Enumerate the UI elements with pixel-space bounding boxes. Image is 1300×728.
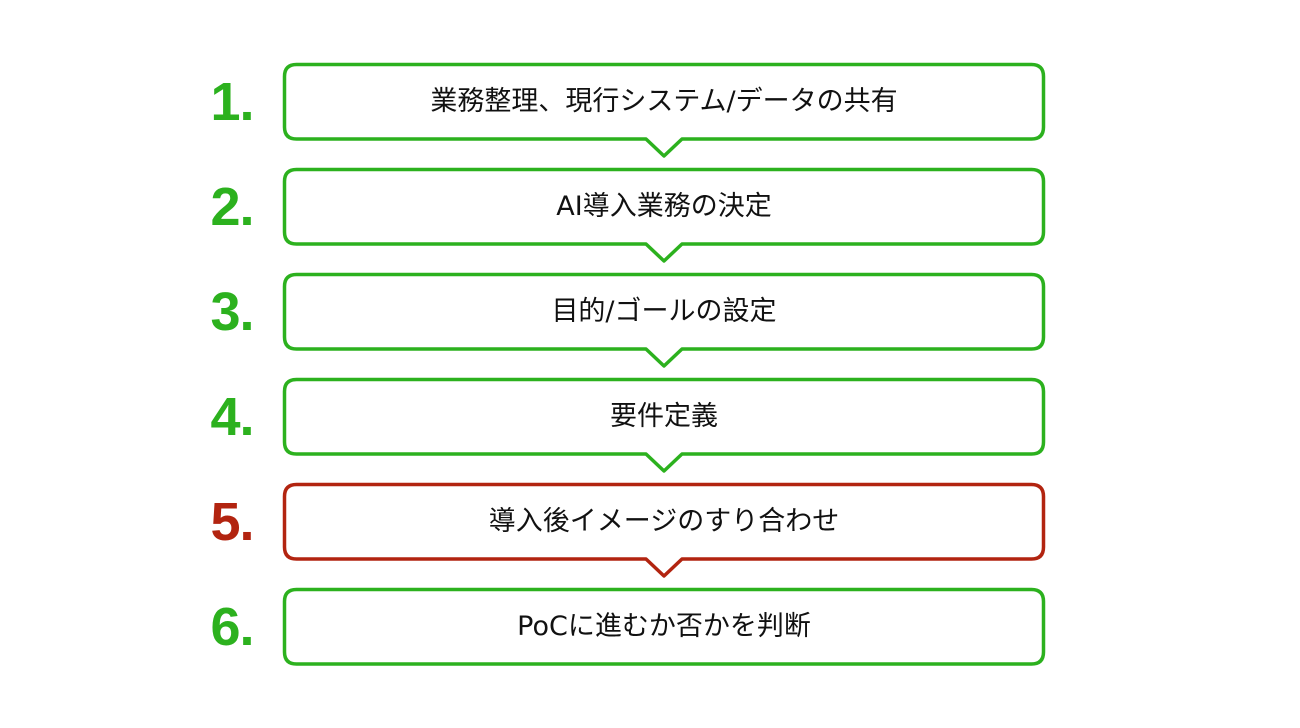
step-box: 導入後イメージのすり合わせ <box>282 482 1046 578</box>
step-label: 要件定義 <box>610 401 718 432</box>
step-label: 導入後イメージのすり合わせ <box>488 506 840 537</box>
step-2: 2. AI導入業務の決定 <box>0 167 1300 263</box>
step-label: AI導入業務の決定 <box>556 191 772 222</box>
step-callout-shape <box>282 167 1046 263</box>
step-number: 4. <box>210 387 254 447</box>
callout-outline <box>282 587 1046 666</box>
step-6: 6. PoCに進むか否かを判断 <box>0 587 1300 680</box>
step-callout-shape <box>282 272 1046 368</box>
step-4: 4. 要件定義 <box>0 377 1300 473</box>
step-box: PoCに進むか否かを判断 <box>282 587 1046 666</box>
step-callout-shape <box>282 62 1046 158</box>
step-label: 目的/ゴールの設定 <box>551 296 777 327</box>
step-box: 要件定義 <box>282 377 1046 473</box>
step-box: 目的/ゴールの設定 <box>282 272 1046 368</box>
callout-outline <box>282 482 1046 578</box>
step-number: 1. <box>210 72 254 132</box>
step-number: 2. <box>210 177 254 237</box>
step-callout-shape <box>282 587 1046 666</box>
step-label: 業務整理、現行システム/データの共有 <box>430 86 898 117</box>
callout-outline <box>282 167 1046 263</box>
step-box: AI導入業務の決定 <box>282 167 1046 263</box>
callout-outline <box>282 62 1046 158</box>
step-number: 5. <box>210 492 254 552</box>
step-1: 1. 業務整理、現行システム/データの共有 <box>0 62 1300 158</box>
step-number: 3. <box>210 282 254 342</box>
step-number: 6. <box>210 597 254 657</box>
step-callout-shape <box>282 482 1046 578</box>
callout-outline <box>282 377 1046 473</box>
step-callout-shape <box>282 377 1046 473</box>
step-box: 業務整理、現行システム/データの共有 <box>282 62 1046 158</box>
step-5: 5. 導入後イメージのすり合わせ <box>0 482 1300 578</box>
callout-outline <box>282 272 1046 368</box>
step-label: PoCに進むか否かを判断 <box>517 611 811 642</box>
step-3: 3. 目的/ゴールの設定 <box>0 272 1300 368</box>
